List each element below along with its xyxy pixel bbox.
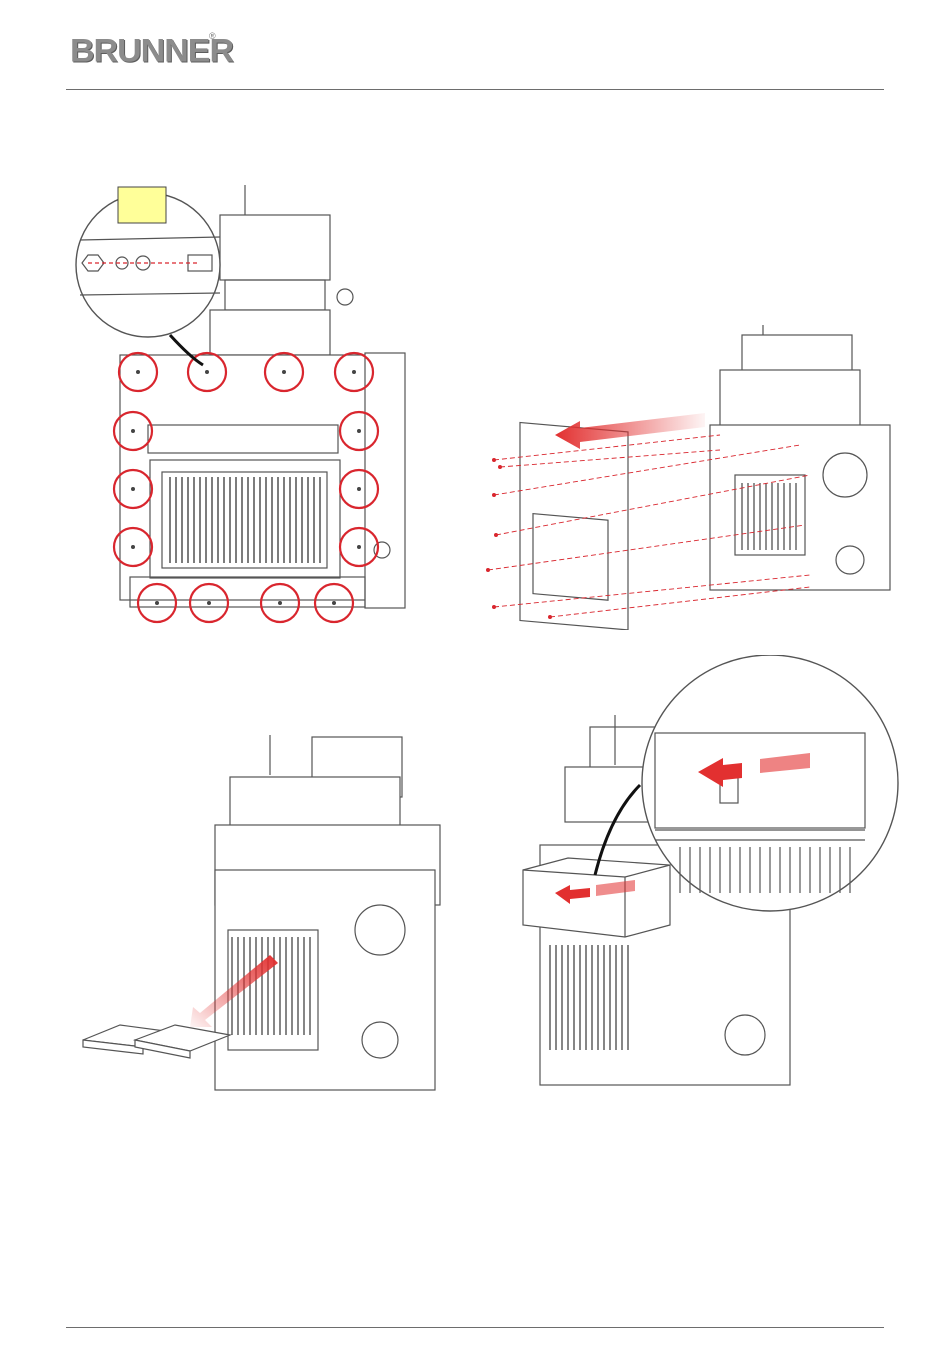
registered-mark: ® [209,31,216,41]
fig-remove-smoke-deflector [520,655,900,1115]
detail-note-box [118,187,166,223]
brand-name: BRUNNER [70,34,220,68]
header-divider [66,89,884,90]
fig-remove-front-frame-screws [70,185,410,635]
brunner-logo: BRUNNER ® [70,34,220,70]
pull-direction-arrow [555,413,705,449]
fig-pull-off-front-frame [480,325,900,630]
footer-divider [66,1327,884,1328]
fig-remove-baffle-plates [80,715,460,1115]
